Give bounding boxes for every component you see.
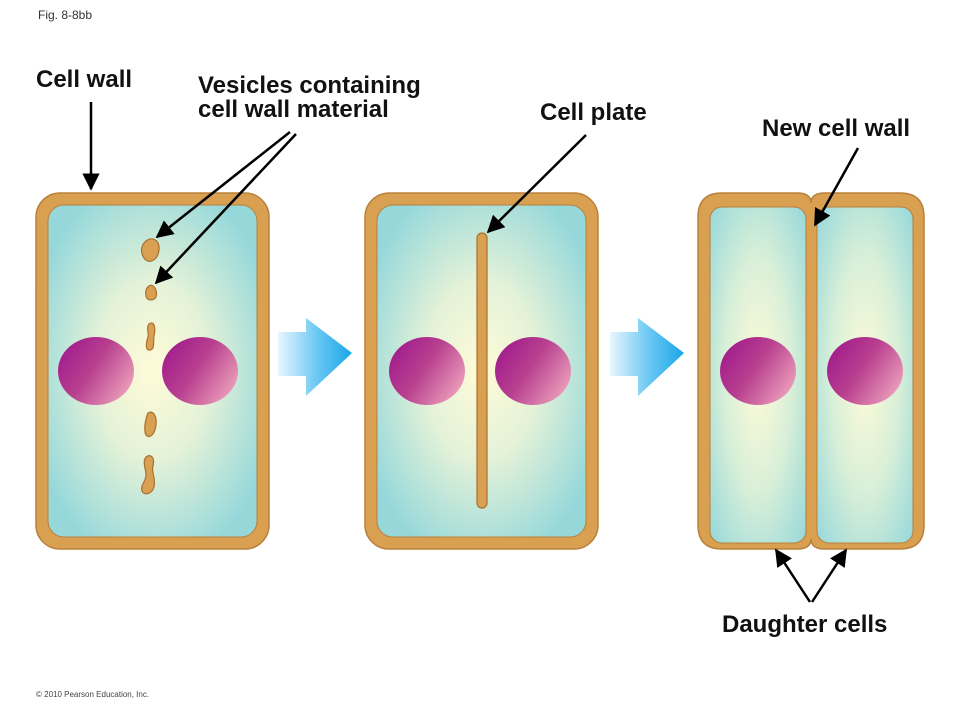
vesicle-1	[140, 238, 160, 262]
cell-1	[35, 192, 270, 550]
cell-2	[364, 192, 599, 550]
cell-plate-pointer	[486, 134, 587, 234]
daughter-pointer-left	[774, 548, 812, 603]
cell-2-nucleus-left	[389, 337, 465, 405]
cell-3-nucleus-left	[720, 337, 796, 405]
label-new-cell-wall: New cell wall	[762, 115, 911, 142]
cell-3	[697, 192, 925, 550]
vesicle-5	[141, 455, 156, 495]
cell-1-cytoplasm	[47, 204, 258, 538]
annotation-arrows	[82, 102, 860, 603]
daughter-pointer-right	[810, 548, 848, 603]
vesicle-3	[145, 322, 156, 351]
process-arrow-1	[278, 318, 352, 396]
label-vesicles-line1: Vesicles containing	[198, 72, 421, 99]
cell-plate	[476, 232, 488, 509]
cell-1-nucleus-right	[162, 337, 238, 405]
vesicle-pointer-1	[155, 131, 291, 239]
figure-label: Fig. 8-8bb	[38, 8, 93, 22]
cell-3-nucleus-right	[827, 337, 903, 405]
cell-1-nucleus-left	[58, 337, 134, 405]
process-arrow-2	[610, 318, 684, 396]
label-cell-plate: Cell plate	[540, 99, 647, 126]
vesicle-2	[145, 284, 158, 301]
label-cell-wall: Cell wall	[36, 66, 133, 93]
vesicle-4	[144, 411, 157, 438]
vesicles	[140, 238, 160, 495]
label-daughter-cells: Daughter cells	[722, 611, 888, 638]
label-vesicles-line2: cell wall material	[198, 96, 389, 123]
new-cell-wall-pointer	[813, 147, 860, 227]
copyright-notice: © 2010 Pearson Education, Inc.	[36, 690, 150, 699]
vesicle-pointer-2	[154, 133, 297, 285]
cell-2-nucleus-right	[495, 337, 571, 405]
